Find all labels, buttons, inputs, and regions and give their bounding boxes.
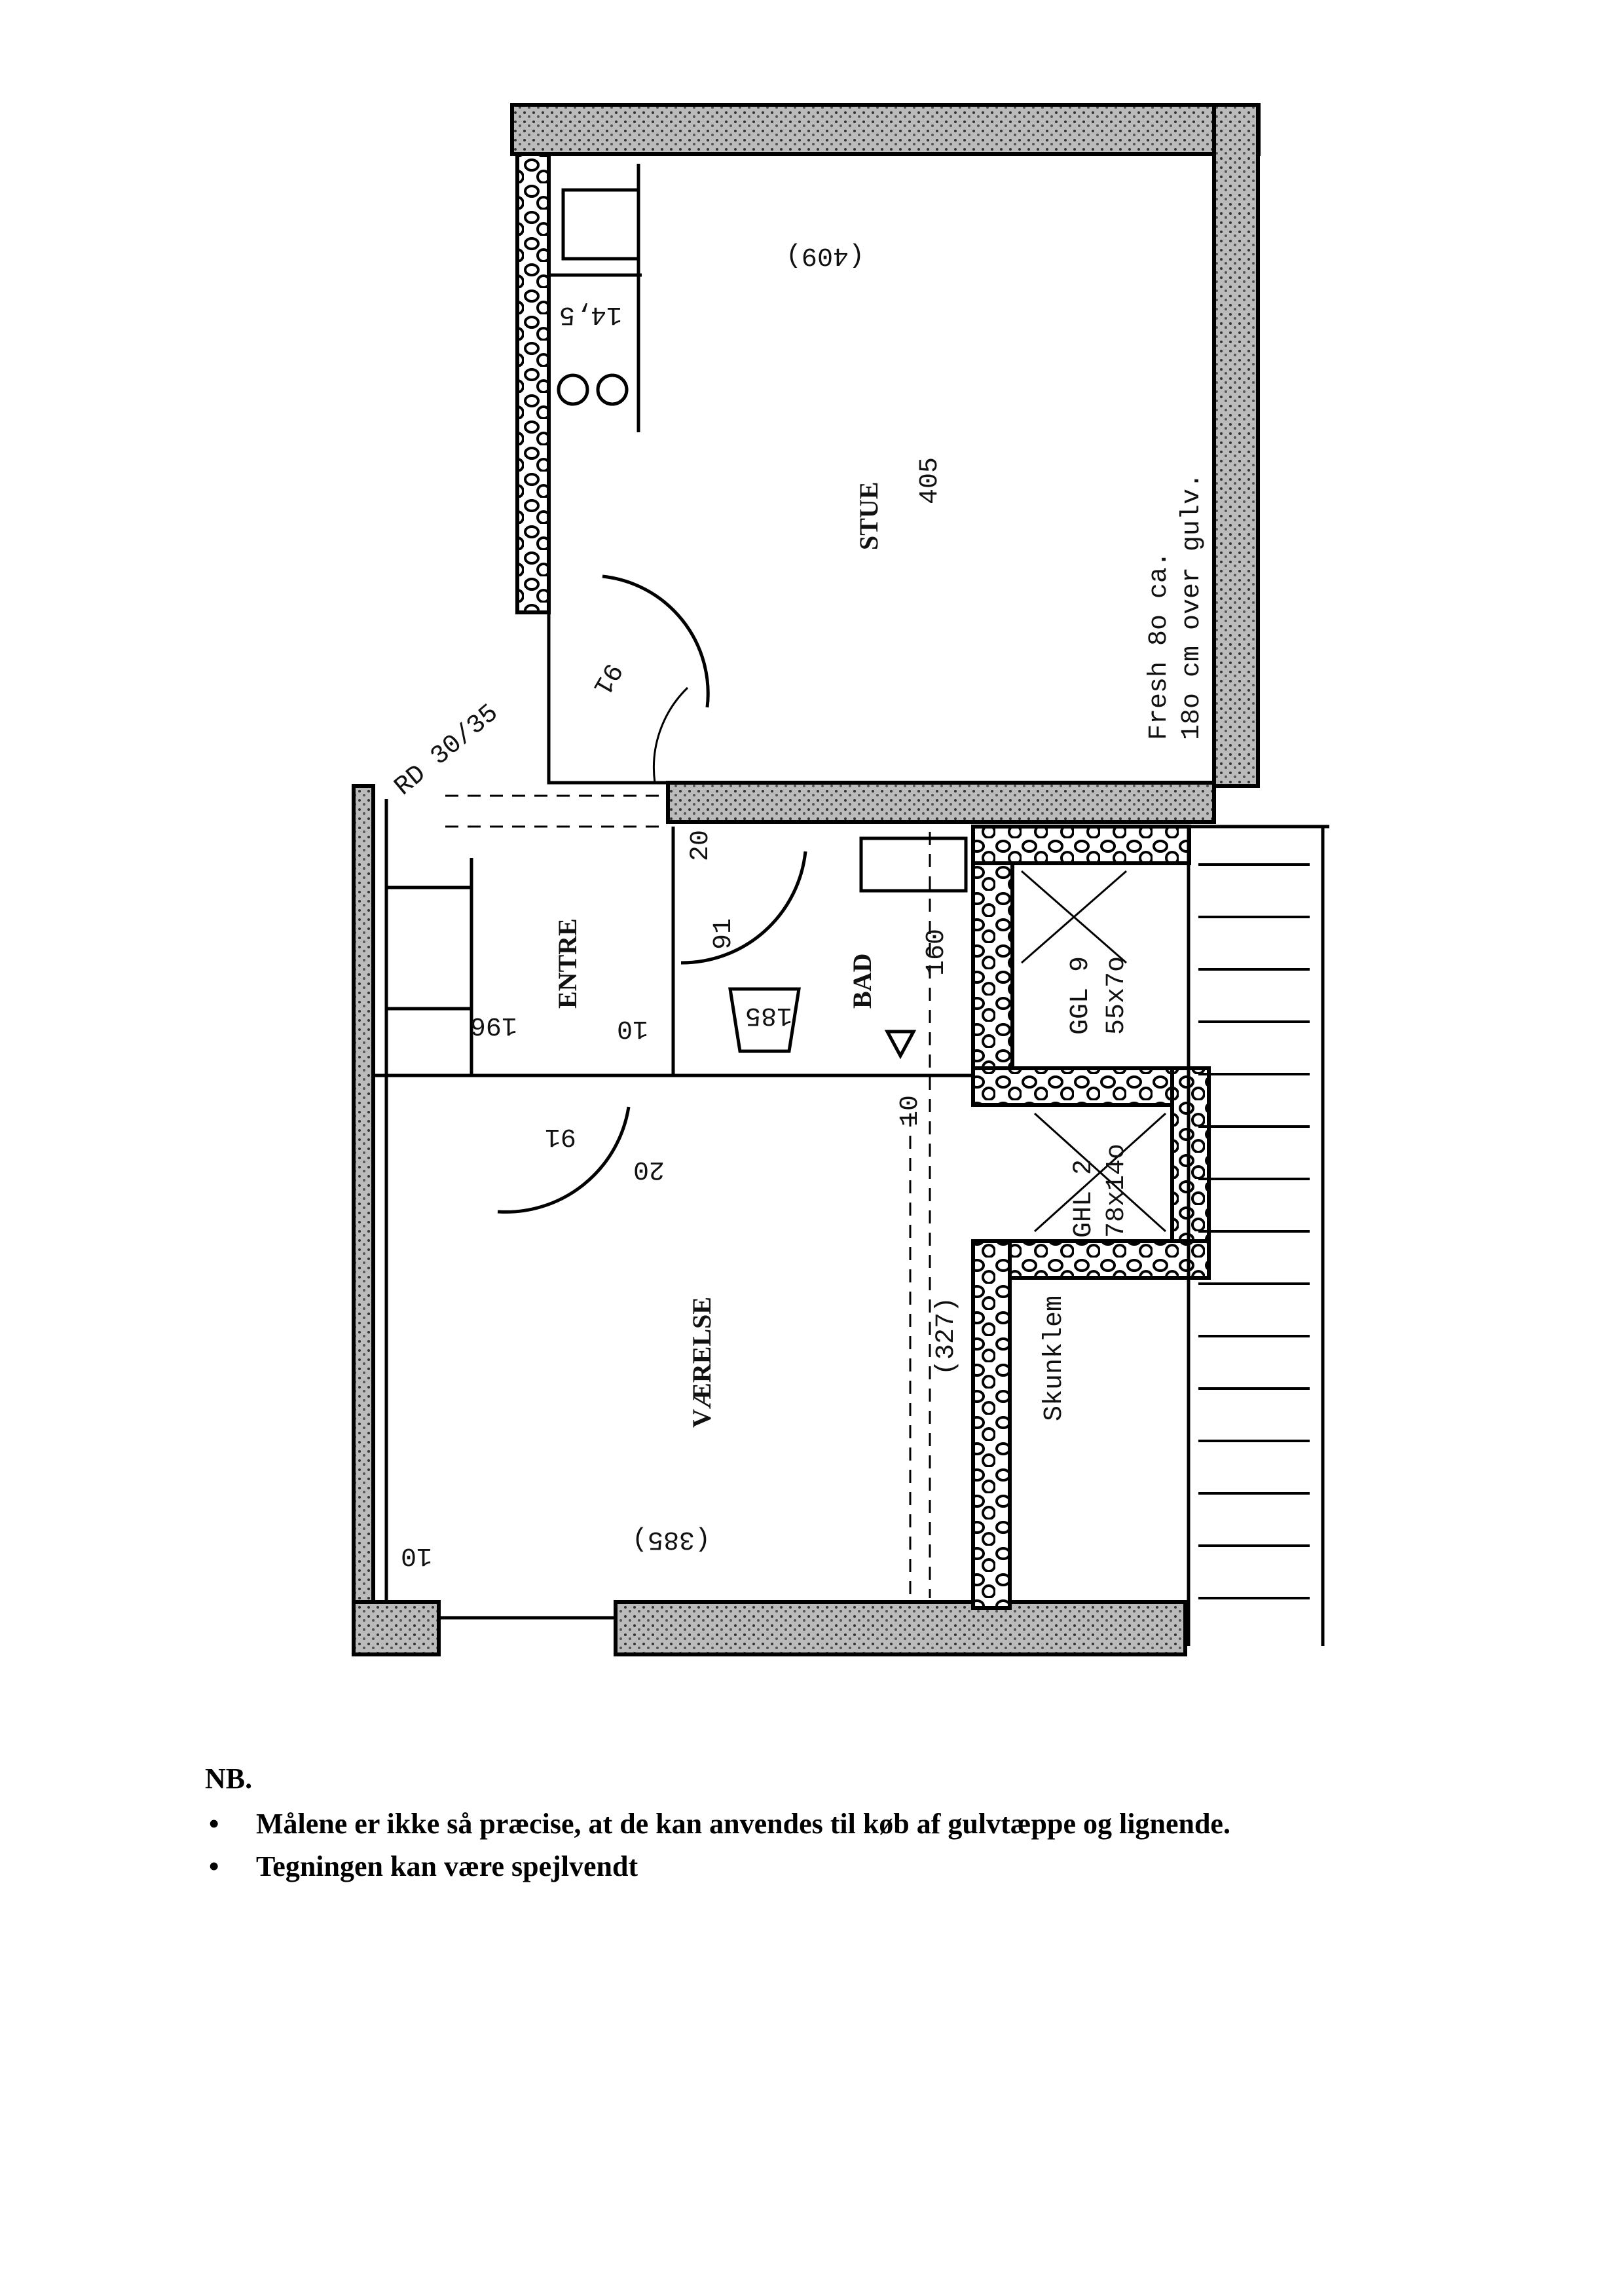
dim-door-stue: 91 bbox=[586, 658, 627, 700]
notes-list: • Målene er ikke så præcise, at de kan an… bbox=[205, 1807, 1230, 1883]
dim-door-bad: 91 bbox=[709, 918, 739, 950]
dim-kitchen: 14,5 bbox=[559, 299, 622, 329]
dim-bad-20: 20 bbox=[686, 830, 716, 861]
room-label-bad: BAD bbox=[847, 954, 877, 1009]
floor-plan: STUE 405 (409) 14,5 91 Fresh 8o ca. 18o … bbox=[352, 103, 1329, 1656]
interior-lines bbox=[373, 152, 1329, 1646]
dim-bad-160: 160 bbox=[922, 929, 951, 976]
dim-vaer-10: 10 bbox=[401, 1540, 432, 1570]
dim-vaer-385: (385) bbox=[632, 1524, 710, 1554]
dim-vaer-20: 20 bbox=[633, 1154, 665, 1184]
notes-section: NB. • Målene er ikke så præcise, at de ka… bbox=[205, 1762, 1230, 1892]
dim-door-entre: 91 bbox=[545, 1121, 576, 1151]
annotation-ghl-line1: GHL 2 bbox=[1069, 1159, 1099, 1238]
room-label-stue: STUE bbox=[854, 482, 883, 551]
annotation-ghl-line2: 78x14o bbox=[1102, 1144, 1132, 1238]
dim-entre-196: 196 bbox=[470, 1010, 517, 1039]
annotation-ggl-line1: GGL 9 bbox=[1066, 956, 1096, 1035]
dim-entre-10: 10 bbox=[617, 1013, 648, 1043]
annotation-fresh-line1: Fresh 8o ca. bbox=[1145, 551, 1174, 740]
roof-battens bbox=[1198, 863, 1310, 1599]
annotation-rd: RD 30/35 bbox=[389, 699, 504, 802]
bullet-icon: • bbox=[209, 1850, 219, 1882]
room-label-vaerelse: VÆRELSE bbox=[687, 1297, 716, 1428]
dim-bad-10: 10 bbox=[896, 1095, 925, 1127]
note-text: Tegningen kan være spejlvendt bbox=[256, 1850, 638, 1882]
annotation-ggl-line2: 55x7o bbox=[1102, 956, 1132, 1035]
annotation-fresh-line2: 18o cm over gulv. bbox=[1177, 473, 1207, 740]
dim-stue-depth: 405 bbox=[915, 457, 945, 504]
annotation-skunklem: Skunklem bbox=[1040, 1296, 1069, 1421]
notes-title: NB. bbox=[205, 1763, 253, 1795]
bullet-icon: • bbox=[209, 1808, 219, 1840]
dim-vaer-327: (327) bbox=[932, 1297, 961, 1375]
window-shaft-crosses bbox=[445, 794, 1167, 1598]
note-item: • Tegningen kan være spejlvendt bbox=[205, 1850, 1230, 1883]
note-text: Målene er ikke så præcise, at de kan anv… bbox=[256, 1808, 1230, 1840]
dim-stue-width: (409) bbox=[786, 240, 864, 270]
walls bbox=[352, 103, 1261, 1656]
note-item: • Målene er ikke så præcise, at de kan an… bbox=[205, 1807, 1230, 1840]
room-label-entre: ENTRE bbox=[553, 918, 582, 1009]
dim-bad-185: 185 bbox=[745, 1000, 792, 1030]
